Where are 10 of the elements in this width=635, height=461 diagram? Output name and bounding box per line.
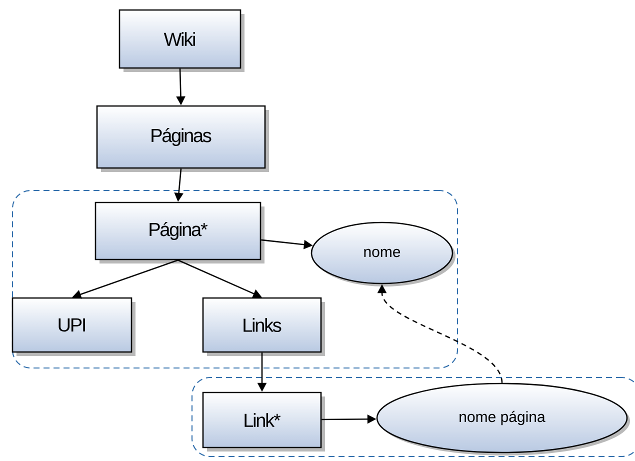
ellipse-node: nome <box>310 222 456 286</box>
process-box: UPI <box>12 297 136 356</box>
process-box: Link* <box>202 392 325 452</box>
process-box: Página* <box>94 202 264 264</box>
dashed-group <box>191 376 635 458</box>
process-box: Páginas <box>96 105 269 172</box>
ellipse-node: nome página <box>376 382 630 456</box>
process-box: Links <box>202 297 325 356</box>
dashed-group <box>12 190 458 369</box>
process-box: Wiki <box>118 9 244 72</box>
